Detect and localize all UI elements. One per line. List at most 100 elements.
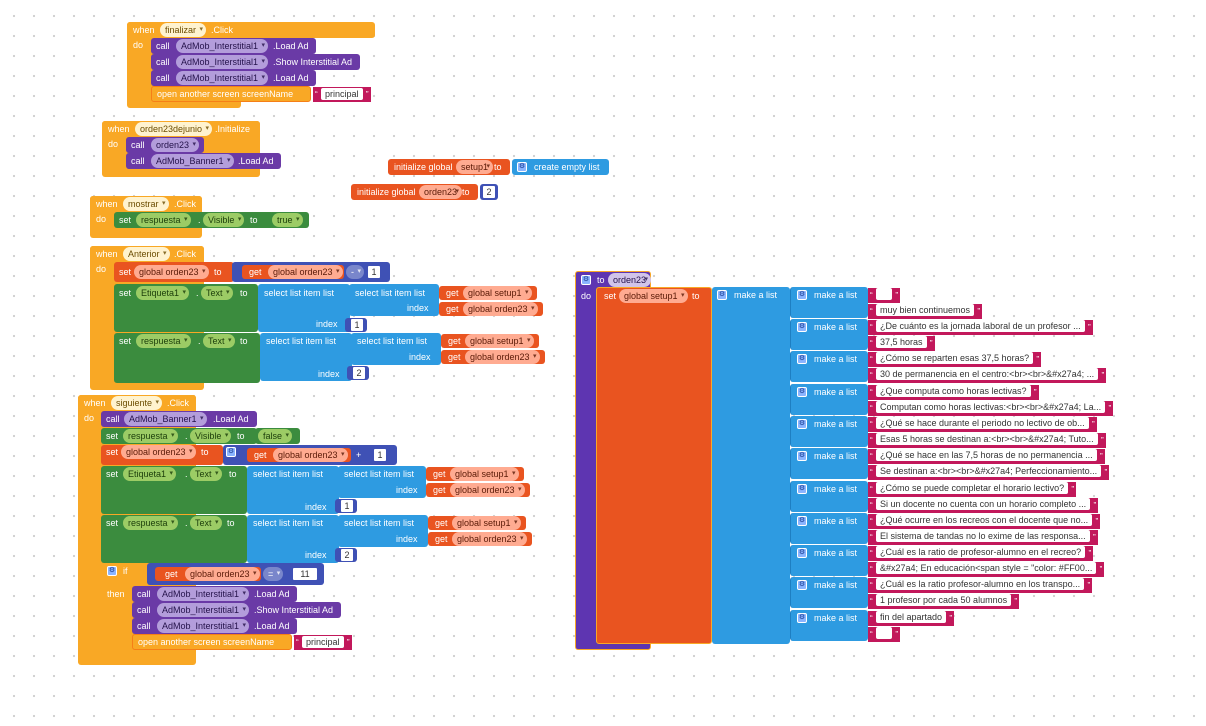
get-global-orden23[interactable]: get global orden23 <box>441 350 545 364</box>
component-dropdown[interactable]: AdMob_Interstitial1 <box>176 55 269 69</box>
string-item[interactable]: fin del apartado <box>868 611 955 626</box>
set-global-orden23-siguiente[interactable]: set global orden23 to <box>101 445 223 465</box>
string-item[interactable]: ¿Cuál es la ratio de profesor-alumno en … <box>868 546 1094 561</box>
gear-icon[interactable]: ⚙ <box>797 290 807 300</box>
string-item[interactable]: 37,5 horas <box>868 336 935 351</box>
call-admob-interstitial-load-4[interactable]: call AdMob_Interstitial1 .Load Ad <box>132 618 297 634</box>
gear-icon[interactable]: ⚙ <box>797 580 807 590</box>
component-dropdown[interactable]: AdMob_Interstitial1 <box>176 39 269 53</box>
component-dropdown-respuesta[interactable]: respuesta <box>136 213 191 227</box>
call-admob-banner-load-2[interactable]: call AdMob_Banner1 .Load Ad <box>101 411 257 427</box>
number-index[interactable]: 2 <box>347 366 369 380</box>
string-item[interactable]: ¿Cómo se puede completar el horario lect… <box>868 482 1077 497</box>
gear-icon[interactable]: ⚙ <box>581 275 591 285</box>
open-another-screen-1[interactable]: open another screen screenName <box>151 86 311 102</box>
component-dropdown-siguiente[interactable]: siguiente <box>111 396 163 410</box>
call-admob-interstitial-load-3[interactable]: call AdMob_Interstitial1 .Load Ad <box>132 586 297 602</box>
make-a-list-inner[interactable]: ⚙make a list <box>790 513 868 544</box>
gear-icon[interactable]: ⚙ <box>797 354 807 364</box>
var-dropdown[interactable]: global orden23 <box>134 265 209 279</box>
string-item[interactable]: Si un docente no cuenta con un horario c… <box>868 498 1099 513</box>
number-index[interactable]: 2 <box>335 548 357 562</box>
set-etiqueta-text-siguiente[interactable]: set Etiqueta1 . Text to <box>101 466 247 514</box>
component-dropdown-mostrar[interactable]: mostrar <box>123 197 169 211</box>
init-global-orden23[interactable]: initialize global orden23 to <box>351 184 478 200</box>
procedure-dropdown[interactable]: orden23 <box>151 138 200 152</box>
make-a-list-inner[interactable]: ⚙make a list <box>790 481 868 512</box>
get-global-orden23[interactable]: get global orden23 <box>426 483 530 497</box>
get-global-setup1[interactable]: get global setup1 <box>428 516 526 530</box>
string-item[interactable] <box>868 627 900 642</box>
open-another-screen-2[interactable]: open another screen screenName <box>132 634 292 650</box>
gear-icon[interactable]: ⚙ <box>797 484 807 494</box>
make-a-list-inner[interactable]: ⚙make a list <box>790 577 868 608</box>
make-a-list-inner[interactable]: ⚙make a list <box>790 351 868 382</box>
select-list-item-inner[interactable]: select list item list index <box>351 333 441 365</box>
make-a-list-inner[interactable]: ⚙make a list <box>790 287 868 318</box>
string-item[interactable]: ¿Qué se hace en las 7,5 horas de no perm… <box>868 449 1105 464</box>
call-admob-banner-load-1[interactable]: call AdMob_Banner1 .Load Ad <box>126 153 281 169</box>
call-admob-interstitial-load-1[interactable]: call AdMob_Interstitial1 .Load Ad <box>151 38 316 54</box>
make-a-list-inner[interactable]: ⚙make a list <box>790 448 868 479</box>
set-respuesta-visible-true[interactable]: set respuesta . Visible to <box>114 212 274 228</box>
make-a-list-outer[interactable]: ⚙ make a list <box>712 287 790 644</box>
gear-icon[interactable]: ⚙ <box>717 290 727 300</box>
init-global-setup1[interactable]: initialize global setup1 to <box>388 159 510 175</box>
string-item[interactable]: ¿Qué se hace durante el periodo no lecti… <box>868 417 1097 432</box>
string-item[interactable]: ¿Cómo se reparten esas 37,5 horas? <box>868 352 1042 367</box>
gear-icon[interactable]: ⚙ <box>797 516 807 526</box>
var-name-setup1[interactable]: setup1 <box>456 160 494 174</box>
string-item[interactable]: ¿Cuál es la ratio profesor-alumno en los… <box>868 578 1093 593</box>
event-anterior-header[interactable]: when Anterior .Click <box>90 246 204 262</box>
string-item[interactable]: 30 de permanencia en el centro:<br><br>&… <box>868 368 1107 383</box>
component-dropdown[interactable]: AdMob_Interstitial1 <box>176 71 269 85</box>
string-item[interactable]: &#x27a4; En educación<span style = "colo… <box>868 562 1105 577</box>
string-item[interactable]: Computan como horas lectivas:<br><br>&#x… <box>868 401 1114 416</box>
select-list-item-outer[interactable]: select list item list index <box>258 284 350 332</box>
get-global-orden23[interactable]: get global orden23 <box>247 448 351 462</box>
gear-icon[interactable]: ⚙ <box>517 162 527 172</box>
string-item[interactable]: ¿De cuánto es la jornada laboral de un p… <box>868 320 1093 335</box>
call-admob-interstitial-show-2[interactable]: call AdMob_Interstitial1 .Show Interstit… <box>132 602 341 618</box>
set-respuesta-text-siguiente[interactable]: set respuesta . Text to <box>101 515 247 563</box>
gear-icon[interactable]: ⚙ <box>797 387 807 397</box>
math-minus-block[interactable]: get global orden23 - 1 <box>232 262 390 282</box>
make-a-list-inner[interactable]: ⚙make a list <box>790 319 868 350</box>
property-dropdown-visible[interactable]: Visible <box>203 213 245 227</box>
make-a-list-inner[interactable]: ⚙make a list <box>790 384 868 415</box>
event-initialize-header[interactable]: when orden23dejunio .Initialize <box>102 121 260 137</box>
gear-icon[interactable]: ⚙ <box>797 548 807 558</box>
get-global-setup1[interactable]: get global setup1 <box>439 286 537 300</box>
string-principal-2[interactable]: principal <box>294 635 352 650</box>
call-admob-interstitial-show-1[interactable]: call AdMob_Interstitial1 .Show Interstit… <box>151 54 360 70</box>
select-list-item-inner[interactable]: select list item list index <box>338 466 426 498</box>
create-empty-list[interactable]: ⚙ create empty list <box>512 159 609 175</box>
string-item[interactable]: El sistema de tandas no lo exime de las … <box>868 530 1098 545</box>
string-principal-1[interactable]: principal <box>313 87 371 102</box>
string-item[interactable]: 1 profesor por cada 50 alumnos <box>868 594 1020 609</box>
boolean-true[interactable]: true <box>269 212 309 228</box>
math-plus-block[interactable]: ⚙ get global orden23 + 1 <box>223 445 397 465</box>
get-global-orden23[interactable]: get global orden23 <box>242 265 344 279</box>
call-orden23[interactable]: call orden23 <box>126 137 204 153</box>
string-item[interactable]: ¿Que computa como horas lectivas? <box>868 385 1039 400</box>
get-global-orden23[interactable]: get global orden23 <box>155 567 261 581</box>
select-list-item-outer[interactable]: select list item list index <box>247 515 339 563</box>
make-a-list-inner[interactable]: ⚙make a list <box>790 416 868 447</box>
call-admob-interstitial-load-2[interactable]: call AdMob_Interstitial1 .Load Ad <box>151 70 316 86</box>
component-dropdown-orden23dejunio[interactable]: orden23dejunio <box>135 122 213 136</box>
make-a-list-inner[interactable]: ⚙make a list <box>790 610 868 641</box>
gear-icon[interactable]: ⚙ <box>797 322 807 332</box>
get-global-setup1[interactable]: get global setup1 <box>441 334 539 348</box>
operator-dropdown[interactable]: - <box>346 265 364 279</box>
number-index[interactable]: 1 <box>345 318 367 332</box>
string-item[interactable]: muy bien continuemos <box>868 304 983 319</box>
get-global-orden23[interactable]: get global orden23 <box>428 532 532 546</box>
select-list-item-outer[interactable]: select list item list index <box>260 333 352 381</box>
make-a-list-inner[interactable]: ⚙make a list <box>790 545 868 576</box>
var-name-orden23[interactable]: orden23 <box>419 185 463 199</box>
set-etiqueta-text-anterior[interactable]: set Etiqueta1 . Text to <box>114 284 258 332</box>
gear-icon[interactable]: ⚙ <box>797 419 807 429</box>
set-respuesta-visible-false[interactable]: set respuesta . Visible to <box>101 428 257 444</box>
procedure-name[interactable]: orden23 <box>608 273 652 287</box>
